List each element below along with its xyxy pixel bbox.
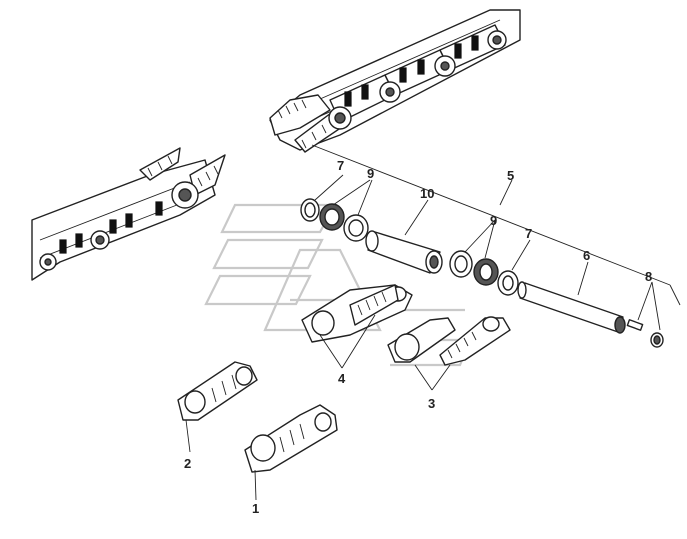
- callout-6: 6: [583, 248, 590, 263]
- left-chain-link-group: [59, 201, 163, 254]
- bearing-rings-left: [319, 203, 369, 242]
- left-track-chain: [31, 147, 226, 281]
- callout-2: 2: [184, 456, 191, 471]
- callout-5: 5: [507, 168, 514, 183]
- callout-8: 8: [645, 269, 652, 284]
- left-chain-end-shoe: [139, 147, 226, 196]
- leader-lines: [185, 174, 661, 501]
- track-pin: [517, 281, 626, 334]
- chain-link-lower: [244, 404, 338, 473]
- seal-ring-left: [300, 198, 320, 222]
- callout-1: 1: [252, 501, 259, 516]
- callout-labels: 7 9 10 5 9 7 6 8 4 3 2 1: [184, 158, 652, 516]
- upper-chain-bushing-ends: [328, 30, 507, 130]
- callout-3: 3: [428, 396, 435, 411]
- callout-9-right: 9: [490, 213, 497, 228]
- left-chain-bushing-ends: [39, 181, 199, 271]
- upper-track-chain: [269, 9, 521, 153]
- assembly-guide-line: [311, 144, 671, 286]
- seal-ring-right: [497, 270, 519, 296]
- master-link-pair-upper: [301, 284, 413, 343]
- bearing-rings-right: [449, 250, 499, 286]
- callout-7-right: 7: [525, 226, 532, 241]
- callout-10: 10: [420, 186, 434, 201]
- bolt-set: [626, 319, 664, 348]
- assembly-guide-line-end: [669, 284, 681, 306]
- callout-4: 4: [338, 371, 346, 386]
- master-link-pair-lower: [387, 316, 511, 366]
- bushing: [365, 230, 443, 274]
- chain-link-left: [177, 361, 258, 421]
- callout-9-left: 9: [367, 166, 374, 181]
- callout-7-left: 7: [337, 158, 344, 173]
